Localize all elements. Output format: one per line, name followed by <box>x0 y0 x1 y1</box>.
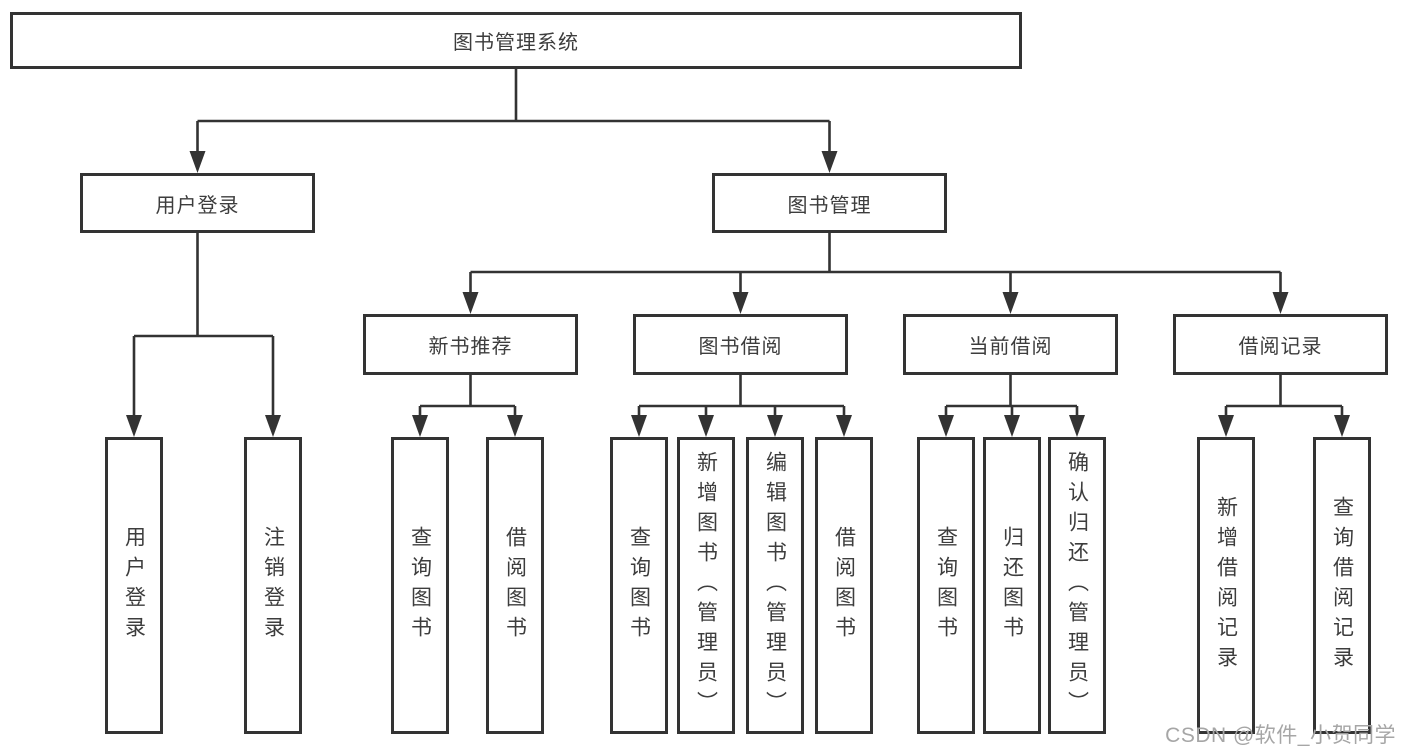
node-current-borrow: 当前借阅 <box>903 314 1118 375</box>
leaf-logout: 注销登录 <box>244 437 302 734</box>
node-book-borrow: 图书借阅 <box>633 314 848 375</box>
leaf-add-borrow-record: 新增借阅记录 <box>1197 437 1255 734</box>
leaf-confirm-return-admin-label: 确认归还（管理员） <box>1065 450 1089 721</box>
arrowhead-icons <box>126 151 1350 437</box>
leaf-logout-label: 注销登录 <box>261 525 285 646</box>
leaf-edit-books-admin-label: 编辑图书（管理员） <box>763 450 787 721</box>
leaf-add-books-admin: 新增图书（管理员） <box>677 437 735 734</box>
node-book-borrow-label: 图书借阅 <box>698 336 783 358</box>
node-user-login: 用户登录 <box>80 173 315 233</box>
leaf-borrow-books-recommend-label: 借阅图书 <box>503 525 527 646</box>
node-library-system-label: 图书管理系统 <box>453 32 579 54</box>
leaf-add-books-admin-label: 新增图书（管理员） <box>694 450 718 721</box>
leaf-query-books-recommend: 查询图书 <box>391 437 449 734</box>
node-new-book-recommend-label: 新书推荐 <box>428 336 513 358</box>
leaf-user-login: 用户登录 <box>105 437 163 734</box>
leaf-query-borrow-record-label: 查询借阅记录 <box>1330 495 1354 676</box>
watermark: CSDN @软件_小贺同学 <box>1165 724 1396 747</box>
node-book-management: 图书管理 <box>712 173 947 233</box>
leaf-return-books: 归还图书 <box>983 437 1041 734</box>
connector-paths <box>132 69 1344 422</box>
leaf-borrow-books-label: 借阅图书 <box>832 525 856 646</box>
leaf-query-borrow-record: 查询借阅记录 <box>1313 437 1371 734</box>
leaf-return-books-label: 归还图书 <box>1000 525 1024 646</box>
leaf-query-books-recommend-label: 查询图书 <box>408 525 432 646</box>
node-library-system: 图书管理系统 <box>10 12 1022 69</box>
leaf-add-borrow-record-label: 新增借阅记录 <box>1214 495 1238 676</box>
node-new-book-recommend: 新书推荐 <box>363 314 578 375</box>
leaf-user-login-label: 用户登录 <box>122 525 146 646</box>
leaf-confirm-return-admin: 确认归还（管理员） <box>1048 437 1106 734</box>
leaf-query-books-borrow: 查询图书 <box>610 437 668 734</box>
node-borrow-records: 借阅记录 <box>1173 314 1388 375</box>
node-user-login-label: 用户登录 <box>155 194 240 217</box>
leaf-query-books-current: 查询图书 <box>917 437 975 734</box>
leaf-borrow-books-recommend: 借阅图书 <box>486 437 544 734</box>
node-book-management-label: 图书管理 <box>787 194 872 217</box>
leaf-edit-books-admin: 编辑图书（管理员） <box>746 437 804 734</box>
leaf-query-books-current-label: 查询图书 <box>934 525 958 646</box>
leaf-borrow-books: 借阅图书 <box>815 437 873 734</box>
node-current-borrow-label: 当前借阅 <box>968 336 1053 358</box>
node-borrow-records-label: 借阅记录 <box>1238 336 1323 358</box>
leaf-query-books-borrow-label: 查询图书 <box>627 525 651 646</box>
